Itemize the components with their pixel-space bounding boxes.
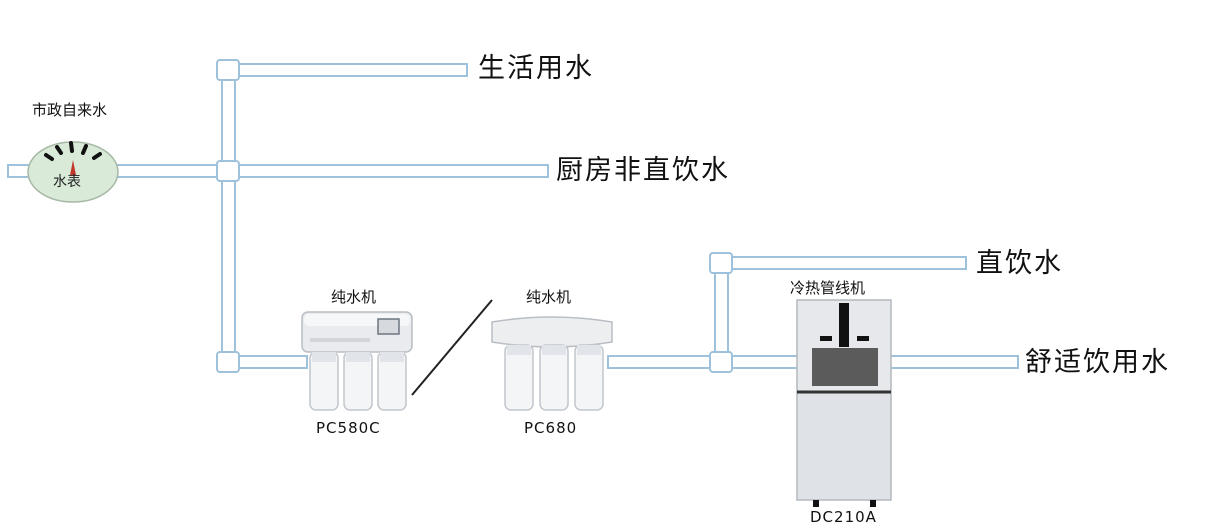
dispenser-drip-panel [812,348,878,386]
purifier-pc580c [301,311,413,411]
joint-direct-top [709,252,733,274]
separator-line [411,299,493,396]
unit-title-pc680: 纯水机 [526,288,572,306]
purifier-link-pipe [607,355,803,369]
dispenser-lower-body [796,391,892,501]
dispenser-foot [813,500,819,507]
joint-bottom [216,351,240,373]
main-inlet-pipe [7,164,549,178]
meter-needle [70,160,76,175]
meter-ticks [44,141,102,161]
water-meter [27,141,119,203]
dispenser-button-right [857,336,869,341]
purifier-feed-pipe [234,355,308,369]
vertical-riser-pipe [221,65,236,367]
outlet-label-direct: 直饮水 [976,248,1063,279]
dispenser-tap [839,303,849,347]
dispenser-button-left [820,336,832,341]
comfort-water-pipe [887,355,1019,369]
purifier-pc680 [491,316,613,411]
unit-model-pc680: PC680 [524,419,578,437]
direct-drink-riser-pipe [714,260,729,362]
source-label: 市政自来水 [32,101,108,119]
dispenser-dc210a [796,299,892,507]
direct-drink-pipe [727,256,967,270]
unit-title-dc210a: 冷热管线机 [790,279,866,297]
outlet-label-domestic: 生活用水 [478,53,594,84]
domestic-water-pipe [234,63,468,77]
outlet-label-kitchen: 厨房非直饮水 [556,155,730,186]
meter-label: 水表 [53,174,81,190]
purifier-pc580c-display [377,318,400,335]
unit-model-pc580c: PC580C [316,419,381,437]
dispenser-foot [870,500,876,507]
purifier-pc680-cap [491,316,613,348]
outlet-label-comfort: 舒适饮用水 [1025,347,1170,378]
pipe-joints [216,59,733,373]
unit-model-dc210a: DC210A [810,508,877,526]
joint-top [216,59,240,81]
joint-direct-bottom [709,351,733,373]
unit-title-pc580c: 纯水机 [331,288,377,306]
joint-middle [216,160,240,182]
